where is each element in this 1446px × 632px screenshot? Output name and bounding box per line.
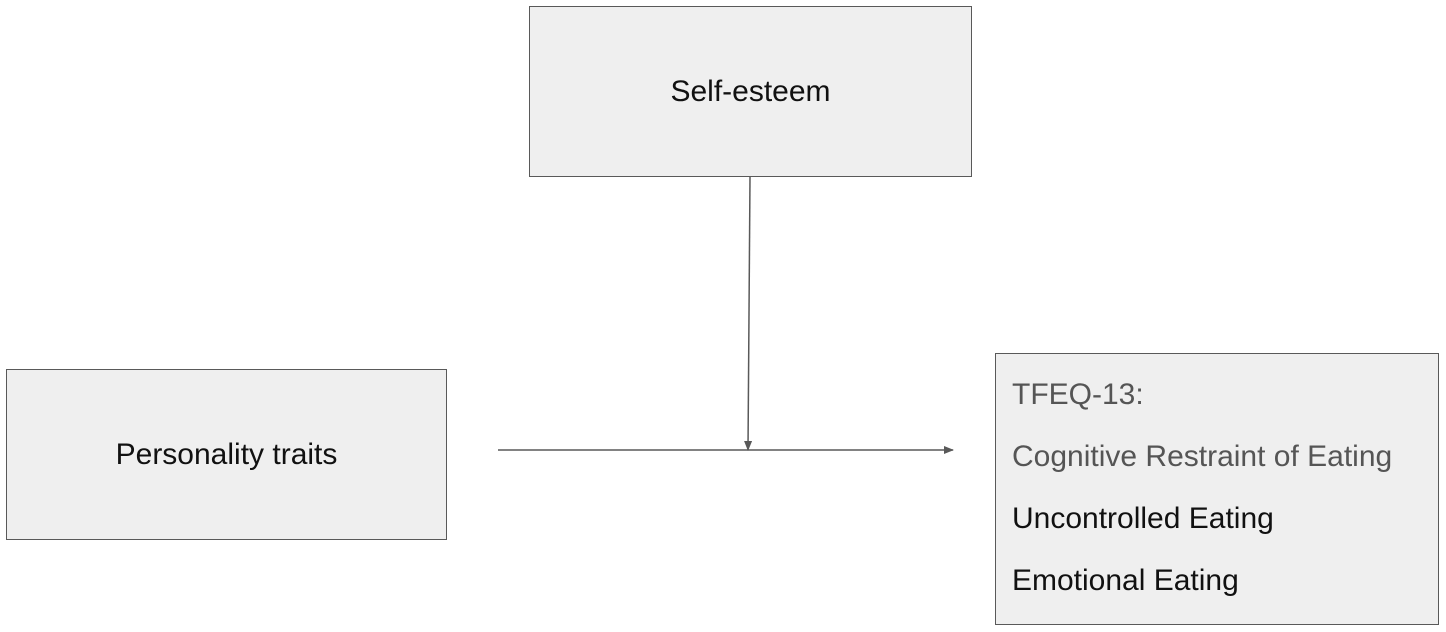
tfeq-title: TFEQ-13: — [1012, 378, 1144, 411]
personality-traits-box: Personality traits — [6, 369, 447, 540]
tfeq-box: TFEQ-13: Cognitive Restraint of Eating U… — [995, 353, 1439, 625]
tfeq-item-emotional-eating: Emotional Eating — [1012, 564, 1239, 597]
personality-traits-label: Personality traits — [115, 437, 338, 471]
tfeq-item-cognitive-restraint: Cognitive Restraint of Eating — [1012, 440, 1393, 473]
self-esteem-box: Self-esteem — [529, 6, 972, 177]
self-esteem-label: Self-esteem — [670, 74, 831, 108]
tfeq-item-uncontrolled-eating: Uncontrolled Eating — [1012, 502, 1274, 535]
moderation-arrow — [744, 176, 753, 451]
